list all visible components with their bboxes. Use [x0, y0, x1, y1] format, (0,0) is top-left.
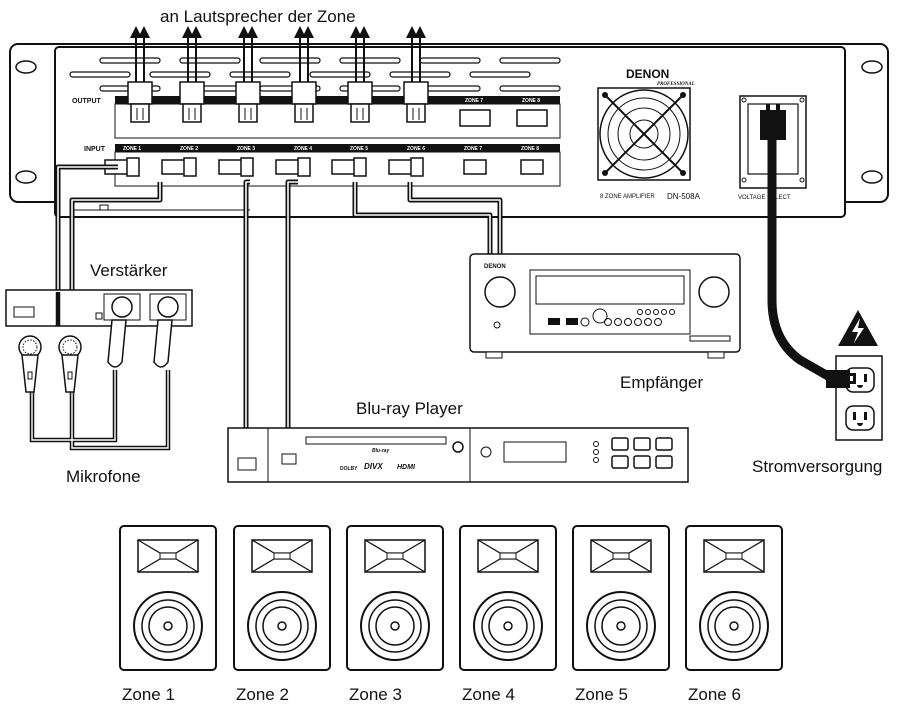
input-zone-3-label: ZONE 3 [237, 146, 255, 152]
model-text: DN-508A [667, 192, 701, 201]
input-zone-4-label: ZONE 4 [294, 146, 312, 152]
output-zone-4-connector [291, 26, 317, 123]
output-zone-7-label: ZONE 7 [465, 98, 483, 104]
input-zone-5-label: ZONE 5 [350, 146, 368, 152]
speaker-icon [459, 525, 557, 671]
wall-outlet [826, 355, 883, 441]
input-connectors [104, 157, 544, 177]
bluray-brand: Blu-ray [372, 448, 389, 454]
rack-hole-icon [861, 60, 883, 74]
zone-6-label: Zone 6 [688, 685, 741, 704]
speaker-icon [346, 525, 444, 671]
input-zone-8-label: ZONE 8 [521, 146, 539, 152]
input-zone-1-label: ZONE 1 [123, 146, 141, 152]
cables [55, 164, 503, 428]
brand-logo: DENON [626, 67, 669, 81]
output-zone-8-label: ZONE 8 [522, 98, 540, 104]
speaker-icon [233, 525, 331, 671]
zone-2-label: Zone 2 [236, 685, 289, 704]
bluray-label: Blu-ray Player [356, 399, 463, 418]
output-zone-3-connector [235, 26, 261, 123]
input-label: INPUT [84, 146, 106, 153]
output-zone-1-connector [127, 26, 153, 123]
speaker-icon [685, 525, 783, 671]
mic-plug-icon [107, 319, 173, 368]
input-zone-8-connector [520, 159, 544, 175]
output-zone-7-terminal [459, 109, 491, 127]
zone-1-label: Zone 1 [122, 685, 175, 704]
output-label: OUTPUT [72, 98, 102, 105]
power-label: Stromversorgung [752, 457, 882, 476]
brand-sub-logo: PROFESSIONAL [657, 82, 695, 87]
input-zone-5-connector [331, 157, 367, 177]
output-zone-8-terminal [516, 109, 548, 127]
high-voltage-icon [838, 310, 878, 346]
input-zone-6-label: ZONE 6 [407, 146, 425, 152]
microphones-label: Mikrofone [66, 467, 141, 486]
input-zone-7-label: ZONE 7 [464, 146, 482, 152]
microphone-icon [58, 335, 82, 393]
zone-5-label: Zone 5 [575, 685, 628, 704]
dolby-logo: DOLBY [340, 466, 358, 472]
input-zone-2-connector [161, 157, 197, 177]
speakers-caption: an Lautsprecher der Zone [160, 7, 356, 26]
rack-hole-icon [15, 170, 37, 184]
speaker-icon [119, 525, 217, 671]
input-zone-1-connector [104, 157, 140, 177]
zone-4-label: Zone 4 [462, 685, 515, 704]
output-zone-6-connector [403, 26, 429, 123]
model-line-text: 8 ZONE AMPLIFIER [600, 194, 655, 200]
zone-labels: Zone 1 Zone 2 Zone 3 Zone 4 Zone 5 Zone 6 [122, 685, 741, 704]
input-zone-3-connector [218, 157, 254, 177]
zone-3-label: Zone 3 [349, 685, 402, 704]
input-zone-4-connector [275, 157, 311, 177]
microphone-icon [18, 335, 42, 393]
output-zone-5-connector [347, 26, 373, 123]
input-zone-6-connector [388, 157, 424, 177]
speaker-icon [572, 525, 670, 671]
bluray-player [227, 427, 689, 483]
voltage-select-label: VOLTAGE SELECT [738, 195, 791, 201]
divx-logo: DIVX [364, 462, 383, 471]
amplifier-label: Verstärker [90, 261, 168, 280]
output-connectors [127, 26, 429, 123]
receiver-brand: DENON [484, 264, 506, 270]
cooling-fan [597, 87, 691, 181]
input-zone-7-connector [463, 159, 487, 175]
output-zone-2-connector [179, 26, 205, 123]
input-zone-2-label: ZONE 2 [180, 146, 198, 152]
receiver-label: Empfänger [620, 373, 703, 392]
rack-hole-icon [15, 60, 37, 74]
power-cable [760, 104, 838, 384]
amplifier-unit: OUTPUT INPUT ZONE 1 ZONE 2 ZONE 3 ZONE 4 ZON… [9, 43, 889, 218]
hdmi-logo: HDMI [397, 464, 416, 471]
speakers [119, 525, 783, 671]
rack-hole-icon [861, 170, 883, 184]
av-receiver [469, 253, 741, 359]
